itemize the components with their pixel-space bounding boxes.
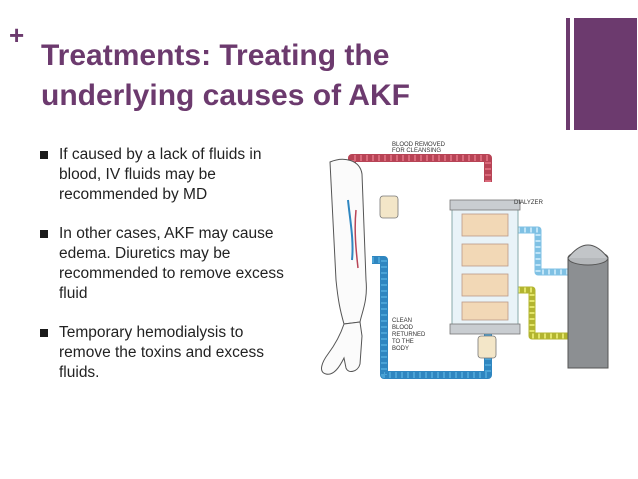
label-clean-3: RETURNED: [392, 332, 426, 338]
slide-title: Treatments: Treating the underlying caus…: [41, 36, 541, 116]
bullet-text: If caused by a lack of fluids in blood, …: [59, 146, 262, 203]
bullet-list: If caused by a lack of fluids in blood, …: [38, 145, 298, 402]
dialyzer: [449, 199, 521, 335]
decorative-bar-thick: [574, 18, 637, 130]
pump-lower: [477, 335, 497, 359]
decorative-bar-thin: [566, 18, 570, 130]
label-blood-removed-2: FOR CLEANSING: [392, 148, 441, 154]
dialysis-machine: [567, 244, 609, 369]
bullet-item: Temporary hemodialysis to remove the tox…: [38, 323, 298, 383]
label-blood-removed-1: BLOOD REMOVED: [392, 142, 446, 148]
bullet-text: In other cases, AKF may cause edema. Diu…: [59, 225, 284, 302]
label-clean-1: CLEAN: [392, 318, 412, 324]
pump-upper: [379, 195, 399, 219]
label-clean-5: BODY: [392, 346, 409, 352]
hemodialysis-diagram: BLOOD REMOVED FOR CLEANSING DIALYZER CLE…: [321, 142, 609, 379]
bullet-item: If caused by a lack of fluids in blood, …: [38, 145, 298, 205]
blue-tube: [372, 256, 492, 379]
square-bullet-icon: [40, 329, 48, 337]
title-line-1: Treatments: Treating the: [41, 39, 390, 72]
bullet-text: Temporary hemodialysis to remove the tox…: [59, 324, 265, 381]
bullet-item: In other cases, AKF may cause edema. Diu…: [38, 224, 298, 304]
light-blue-tube: [518, 226, 568, 276]
title-line-2: underlying causes of AKF: [41, 79, 410, 112]
label-dialyzer: DIALYZER: [514, 200, 544, 206]
square-bullet-icon: [40, 151, 48, 159]
label-clean-2: BLOOD: [392, 325, 414, 331]
yellow-tube: [518, 286, 568, 340]
square-bullet-icon: [40, 230, 48, 238]
label-clean-4: TO THE: [392, 339, 414, 345]
plus-icon: +: [9, 20, 25, 50]
arm: [321, 158, 367, 375]
